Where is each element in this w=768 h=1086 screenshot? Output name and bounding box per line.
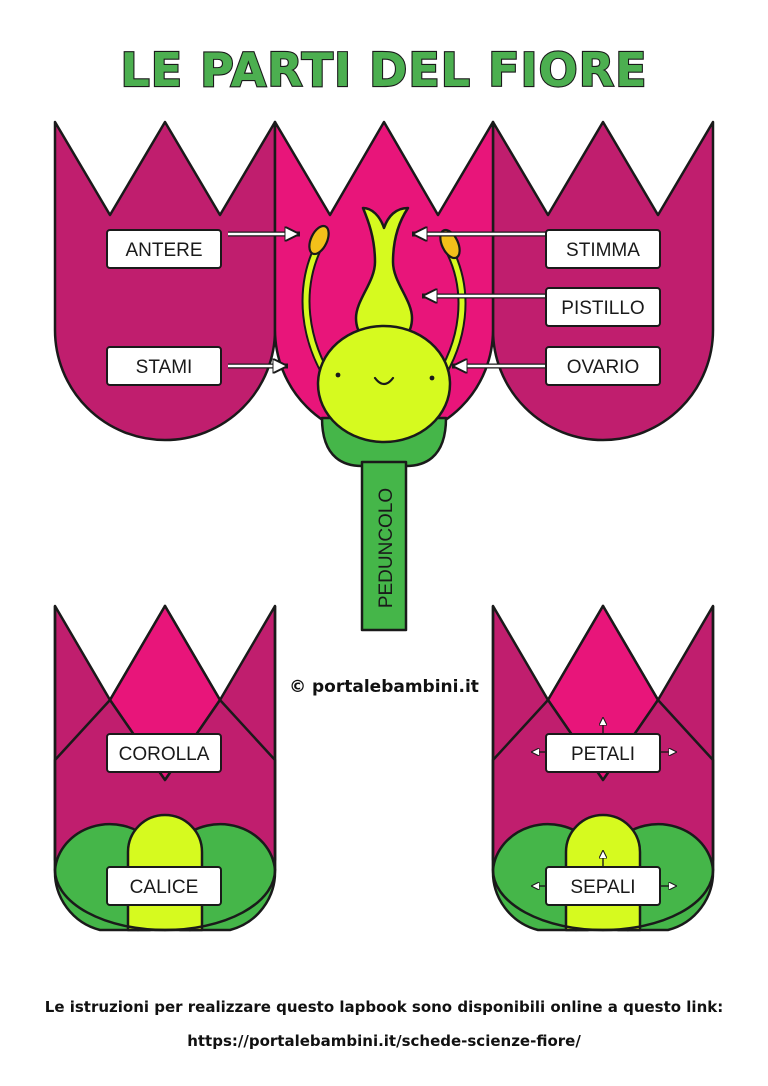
sepali-box	[545, 866, 661, 906]
anther-right	[439, 228, 461, 260]
footer-instructions: Le istruzioni per realizzare questo lapb…	[45, 998, 723, 1016]
pistil-style	[354, 206, 414, 348]
ovario-box	[545, 346, 661, 386]
peduncolo-label: PEDUNCOLO	[376, 488, 397, 608]
corolla-box	[106, 733, 222, 773]
page-title: LE PARTI DEL FIORE	[120, 43, 647, 97]
sepali-label: SEPALI	[570, 877, 635, 898]
antere-box	[106, 229, 222, 269]
anther-left	[308, 224, 330, 256]
stimma-label: STIMMA	[566, 240, 640, 261]
petali-sepali-outline	[491, 606, 715, 932]
stami-label: STAMI	[136, 357, 193, 378]
petali-label: PETALI	[571, 744, 635, 765]
footer-link[interactable]: https://portalebambini.it/schede-scienze…	[187, 1032, 581, 1050]
corolla-label: COROLLA	[119, 744, 210, 765]
antere-label: ANTERE	[125, 240, 202, 261]
ovario-label: OVARIO	[567, 357, 640, 378]
petali-arrows	[532, 718, 676, 886]
copyright-text: © portalebambini.it	[289, 677, 479, 697]
stami-box	[106, 346, 222, 386]
left-petal	[53, 120, 277, 442]
petali-box	[545, 733, 661, 773]
right-petal	[491, 120, 715, 442]
pistillo-box	[545, 287, 661, 327]
smiley-face	[335, 372, 435, 386]
peduncle	[360, 460, 408, 632]
pistillo-label: PISTILLO	[561, 298, 644, 319]
stimma-box	[545, 229, 661, 269]
corolla-calice-outline	[53, 606, 277, 932]
calice-label: CALICE	[130, 877, 199, 898]
calice-box	[106, 866, 222, 906]
